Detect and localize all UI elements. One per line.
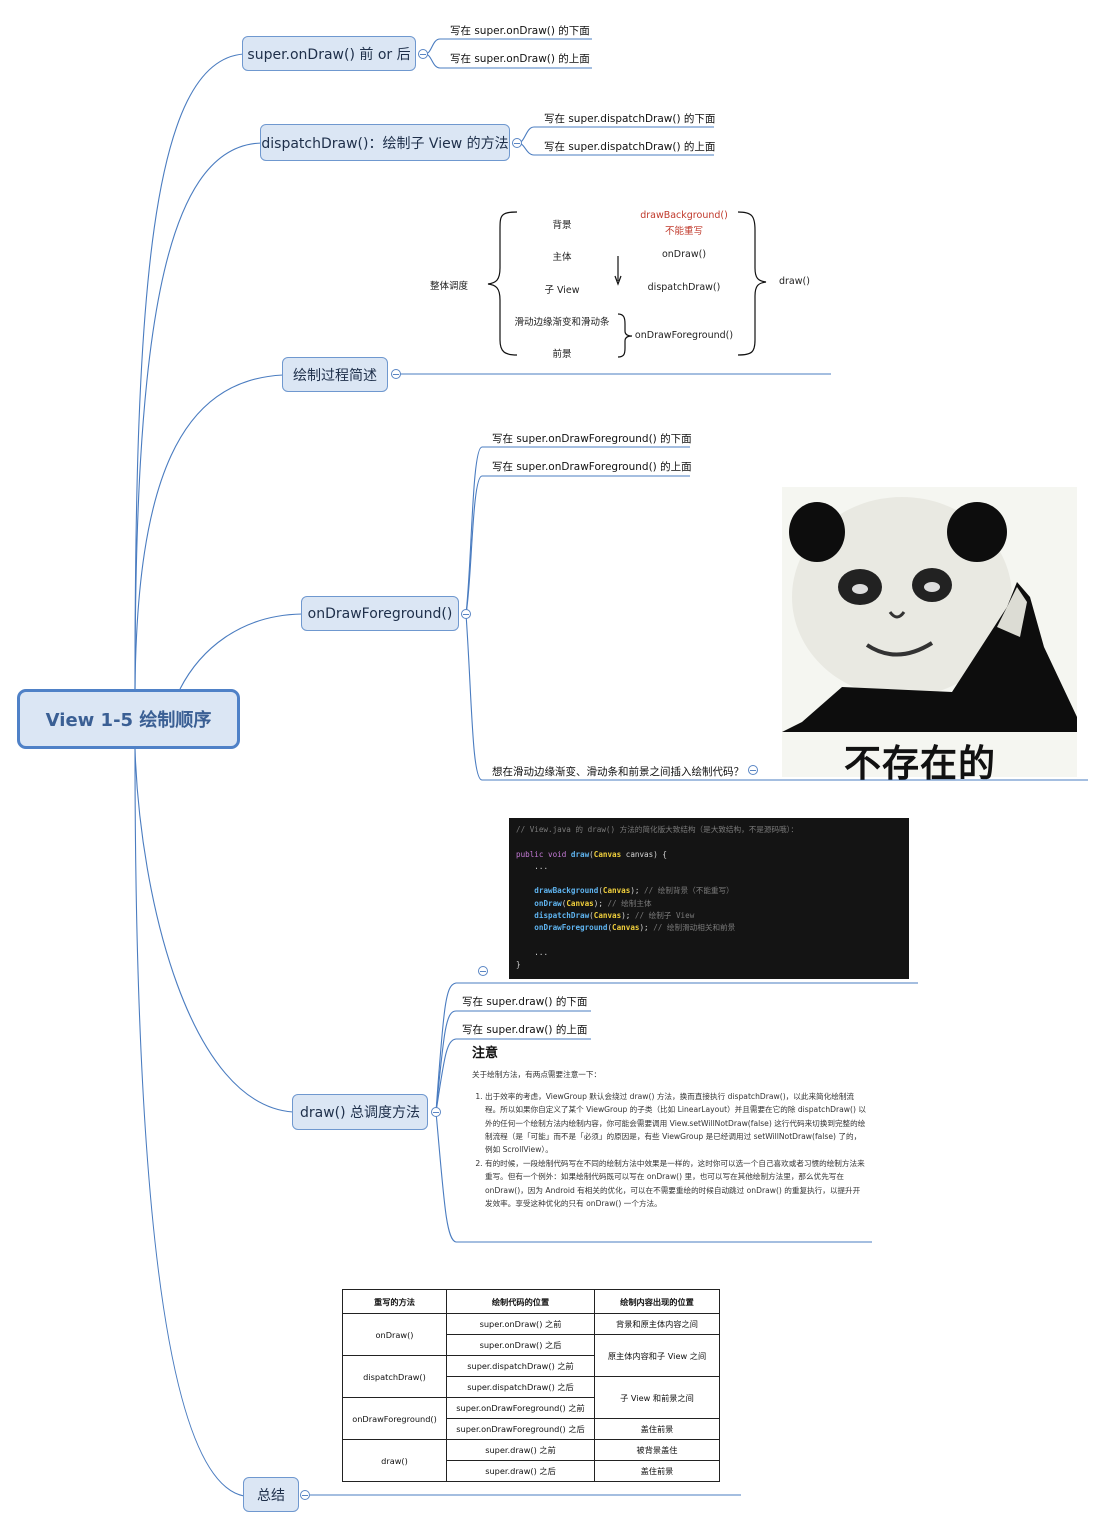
leaf-dispatch-below[interactable]: 写在 super.dispatchDraw() 的下面 [544,113,716,125]
note-list: 出于效率的考虑，ViewGroup 默认会绕过 draw() 方法，换而直接执行… [466,1090,866,1211]
code-call-fn: onDrawForeground [534,923,608,933]
code-type: Canvas [593,849,622,859]
method-cannot-override-note: 不能重写 [664,226,703,237]
code-type: Canvas [593,911,622,921]
table-cell-method: dispatchDraw() [342,1355,447,1398]
branch-dispatch-draw[interactable]: dispatchDraw()：绘制子 View 的方法 [260,124,510,161]
method-draw-background: drawBackground() [640,210,728,221]
table-header: 绘制内容出现的位置 [594,1289,720,1314]
method-draw: draw() [779,276,810,287]
code-close-brace: } [516,960,521,970]
branch-draw-process[interactable]: 绘制过程简述 [282,357,388,392]
overall-scheduling-label: 整体调度 [430,281,469,292]
code-keyword: public void [516,849,567,859]
table-cell-result: 盖住前景 [594,1460,720,1482]
table-cell-result: 子 View 和前景之间 [594,1376,720,1419]
branch-on-draw-foreground[interactable]: onDrawForeground() [301,596,459,631]
table-cell-method: draw() [342,1439,447,1482]
collapse-toggle-icon[interactable] [748,765,758,775]
note-item: 出于效率的考虑，ViewGroup 默认会绕过 draw() 方法，换而直接执行… [485,1090,866,1157]
table-cell-result: 原主体内容和子 View 之间 [594,1334,720,1377]
table-cell-position: super.draw() 之后 [446,1460,595,1482]
note-intro: 关于绘制方法，有两点需要注意一下： [472,1070,602,1080]
step-child-view: 子 View [544,285,580,296]
table-cell-result: 盖住前景 [594,1418,720,1440]
branch-ondraw-order[interactable]: super.onDraw() 前 or 后 [242,36,416,71]
code-type: Canvas [566,898,594,908]
note-title: 注意 [472,1046,499,1061]
code-call-comment: // 绘制子 View [634,911,695,921]
leaf-draw-below[interactable]: 写在 super.draw() 的下面 [462,996,588,1008]
attention-note: 注意 关于绘制方法，有两点需要注意一下： 出于效率的考虑，ViewGroup 默… [466,1047,866,1210]
note-item: 有的时候，一段绘制代码写在不同的绘制方法中效果是一样的，这时你可以选一个自己喜欢… [485,1157,866,1211]
code-call-comment: // 绘制主体 [607,898,652,908]
table-cell-position: super.dispatchDraw() 之后 [446,1376,595,1398]
collapse-toggle-icon[interactable] [512,138,522,148]
leaf-foreground-above[interactable]: 写在 super.onDrawForeground() 的上面 [492,461,692,473]
draw-code-snippet: // View.java 的 draw() 方法的简化版大致结构（是大致结构，不… [509,818,909,979]
table-cell-position: super.onDraw() 之前 [446,1313,595,1335]
table-cell-position: super.onDrawForeground() 之前 [446,1397,595,1419]
table-cell-position: super.onDraw() 之后 [446,1334,595,1356]
code-call-comment: // 绘制滑动相关和前景 [653,923,736,933]
collapse-toggle-icon[interactable] [300,1490,310,1500]
code-ellipsis: ... [534,861,549,871]
branch-summary[interactable]: 总结 [243,1477,299,1512]
leaf-draw-above[interactable]: 写在 super.draw() 的上面 [462,1024,588,1036]
panda-meme-image: 不存在的 [782,487,1077,785]
method-on-draw-foreground: onDrawForeground() [634,330,734,341]
step-foreground: 前景 [552,349,572,360]
table-cell-position: super.onDrawForeground() 之后 [446,1418,595,1440]
code-call-fn: dispatchDraw [534,911,590,921]
meme-caption: 不存在的 [844,741,996,785]
root-topic[interactable]: View 1-5 绘制顺序 [17,689,240,749]
panda-meme-drawing [782,497,1077,732]
code-type: Canvas [602,886,631,896]
collapse-toggle-icon[interactable] [431,1107,441,1117]
leaf-ondraw-below[interactable]: 写在 super.onDraw() 的下面 [450,25,590,37]
code-call-fn: drawBackground [534,886,599,896]
code-type: Canvas [612,923,640,933]
leaf-insert-question[interactable]: 想在滑动边缘渐变、滑动条和前景之间插入绘制代码？ [492,766,744,778]
table-cell-position: super.draw() 之前 [446,1439,595,1461]
table-cell-method: onDrawForeground() [342,1397,447,1440]
table-cell-result: 被背景盖住 [594,1439,720,1461]
code-call-fn: onDraw [534,898,562,908]
collapse-toggle-icon[interactable] [391,369,401,379]
table-header: 重写的方法 [342,1289,447,1314]
leaf-dispatch-above[interactable]: 写在 super.dispatchDraw() 的上面 [544,141,716,153]
code-call-comment: // 绘制背景（不能重写） [644,886,734,896]
table-cell-result: 背景和原主体内容之间 [594,1313,720,1335]
table-header: 绘制代码的位置 [446,1289,595,1314]
code-comment: // View.java 的 draw() 方法的简化版大致结构（是大致结构，不… [516,825,799,834]
table-cell-method: onDraw() [342,1313,447,1356]
collapse-toggle-icon[interactable] [461,609,471,619]
collapse-toggle-icon[interactable] [418,49,428,59]
code-param: canvas) { [621,849,667,859]
step-scroll-edges: 滑动边缘渐变和滑动条 [514,317,610,328]
collapse-toggle-icon[interactable] [478,966,488,976]
summary-table: 重写的方法 绘制代码的位置 绘制内容出现的位置 onDraw() super.o… [342,1289,720,1482]
method-dispatch-draw: dispatchDraw() [647,282,721,293]
leaf-ondraw-above[interactable]: 写在 super.onDraw() 的上面 [450,53,590,65]
step-main: 主体 [552,252,572,263]
step-background: 背景 [552,220,572,231]
leaf-foreground-below[interactable]: 写在 super.onDrawForeground() 的下面 [492,433,692,445]
method-ondraw: onDraw() [661,249,707,260]
table-cell-position: super.dispatchDraw() 之前 [446,1355,595,1377]
branch-draw-scheduler[interactable]: draw() 总调度方法 [292,1094,428,1130]
code-fn-draw: draw [570,849,590,859]
code-ellipsis: ... [534,947,549,957]
